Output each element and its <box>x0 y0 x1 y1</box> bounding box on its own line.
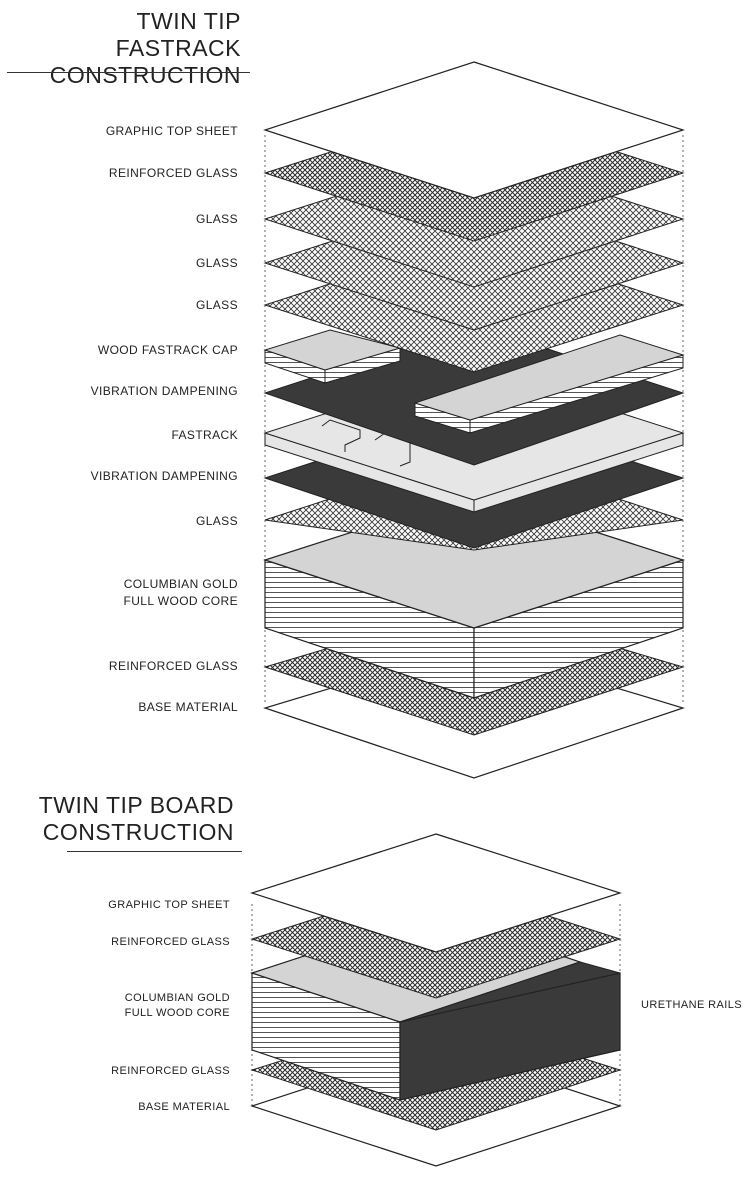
label-b-base-material: BASE MATERIAL <box>138 1101 230 1113</box>
diagram-1-title-line1: TWIN TIP FASTRACK <box>115 8 241 61</box>
diagram-2-title: TWIN TIP BOARD CONSTRUCTION <box>20 792 234 846</box>
label-urethane-rails: URETHANE RAILS <box>641 999 742 1011</box>
b-graphic-top-sheet <box>250 833 622 953</box>
diagram-1-title-line2: CONSTRUCTION <box>49 62 241 88</box>
diagram-2-title-line2: CONSTRUCTION <box>42 819 234 845</box>
label-b-graphic-top-sheet: GRAPHIC TOP SHEET <box>108 899 230 911</box>
label-wood-core-line2: FULL WOOD CORE <box>123 594 238 608</box>
label-b-wood-core-line2: FULL WOOD CORE <box>124 1007 230 1019</box>
label-glass-4: GLASS <box>195 514 238 528</box>
diagram-2-title-line1: TWIN TIP BOARD <box>38 792 234 818</box>
label-vibration-dampening-2: VIBRATION DAMPENING <box>90 469 238 483</box>
label-graphic-top-sheet: GRAPHIC TOP SHEET <box>105 124 238 138</box>
diagram-2-title-rule <box>67 851 242 852</box>
urethane-rail-top <box>399 961 621 1023</box>
label-fastrack: FASTRACK <box>171 428 238 442</box>
wood-fastrack-cap-right <box>413 334 685 434</box>
label-vibration-dampening-1: VIBRATION DAMPENING <box>90 384 238 398</box>
label-b-reinforced-glass-bottom: REINFORCED GLASS <box>111 1065 230 1077</box>
label-reinforced-glass-bottom: REINFORCED GLASS <box>108 659 238 673</box>
label-wood-core-line1: COLUMBIAN GOLD <box>123 577 238 591</box>
label-b-reinforced-glass-top: REINFORCED GLASS <box>111 936 230 948</box>
label-glass-2: GLASS <box>195 256 238 270</box>
label-b-wood-core-line1: COLUMBIAN GOLD <box>124 992 230 1004</box>
graphic-top-sheet <box>263 61 685 199</box>
label-glass-3: GLASS <box>195 298 238 312</box>
label-wood-fastrack-cap: WOOD FASTRACK CAP <box>97 343 238 357</box>
label-reinforced-glass-top: REINFORCED GLASS <box>108 166 238 180</box>
label-glass-1: GLASS <box>195 212 238 226</box>
wood-fastrack-cap-left <box>263 329 402 384</box>
diagram-1-title-rule <box>7 72 250 73</box>
diagram-1-title: TWIN TIP FASTRACK CONSTRUCTION <box>13 8 241 89</box>
label-base-material: BASE MATERIAL <box>138 700 238 714</box>
